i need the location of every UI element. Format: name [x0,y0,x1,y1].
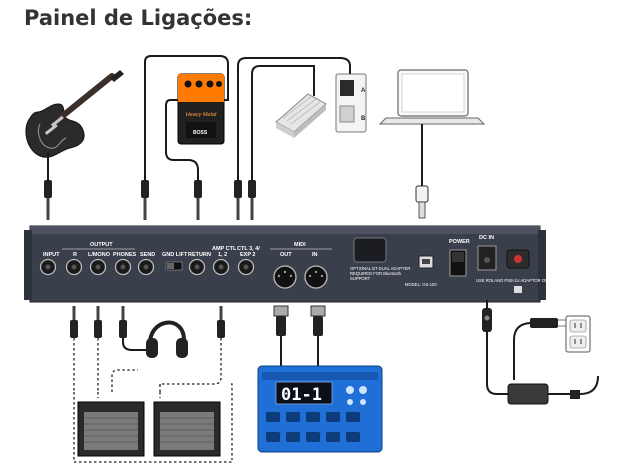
footswitch-icon: A B [335,73,367,133]
bt-note-1: OPTIONAL BT-DUAL ADAPTER [350,266,410,271]
amp-ctl-cable [159,338,222,392]
ctl-exp-sub-label: EXP 2 [240,252,256,258]
phones-cable [122,338,150,351]
return-cable [165,99,199,182]
dc-in-label: DC IN [479,235,494,241]
kensington-lock [514,286,522,293]
electric-guitar-icon [25,70,124,158]
midi-out-label: OUT [280,252,292,258]
ctl-cable-2 [251,65,315,182]
multi-effects-processor-icon: 01-1 [257,365,383,453]
l-mono-label: L/MONO [88,252,111,258]
headphones-icon [146,320,188,358]
switch-b-label: B [361,116,366,122]
r-label: R [73,252,77,258]
wall-outlet-icon [565,315,591,353]
bt-adapter-slot[interactable] [353,237,387,263]
midi-in-label: IN [312,252,318,258]
amp-ctl-sub-label: 1, 2 [218,252,227,258]
input-label: INPUT [43,252,60,258]
ctl-exp-label: CTL 3, 4/ [237,246,260,252]
page-title: Painel de Ligações: [24,6,253,30]
guitar-cable-plug [44,152,52,220]
midi-label: MIDI [294,242,306,248]
switch-a-label: A [361,88,366,94]
ac-adapter-icon [482,300,599,405]
bottom-plugs [70,306,225,338]
dc-note: USE ROLAND PSB-1U ADAPTOR ONLY [476,278,553,283]
bt-note-3: SUPPORT [350,276,371,281]
rear-panel: INPUT OUTPUT R L/MONO PHONES SEND GND LI… [24,225,553,303]
amp-ctl-label: AMP CTL [212,246,237,252]
return-label: RETURN [188,252,211,258]
output-label: OUTPUT [90,242,113,248]
amp-right-icon [153,401,221,457]
expression-pedal-icon [275,93,327,138]
send-label: SEND [140,252,155,258]
pedal-name-text: Heavy Metal [186,112,217,118]
midi-in-port[interactable] [304,265,328,289]
pedal-brand-text: BOSS [193,130,208,136]
laptop-icon [378,69,486,125]
ctl-cable-1 [237,57,351,182]
top-plugs [141,180,256,220]
processor-display: 01-1 [281,385,322,405]
amp-left-icon [77,401,145,457]
model-label: MODEL: GS-100 [405,282,437,287]
power-label: POWER [449,239,470,245]
send-cable [144,55,229,182]
phones-label: PHONES [113,252,137,258]
bt-note-2: REQUIRED FOR Bluetooth [350,271,402,276]
gnd-lift-label: GND LIFT [162,252,188,258]
midi-plugs [273,305,326,366]
usb-cable-plug [415,124,429,219]
effect-pedal-icon: Heavy Metal BOSS [177,73,225,145]
midi-out-port[interactable] [273,265,297,289]
